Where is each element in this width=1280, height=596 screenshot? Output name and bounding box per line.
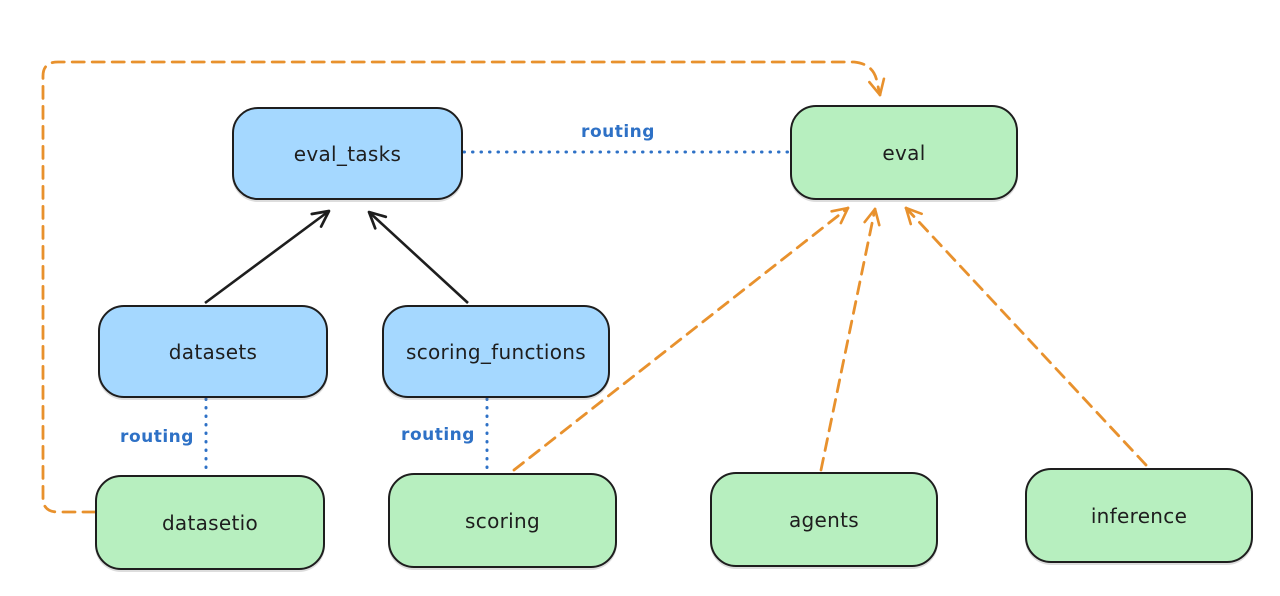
node-datasetio-label: datasetio — [161, 510, 259, 535]
node-scoring-functions: scoring_functions — [382, 305, 610, 398]
edge-datasetio-to-eval — [41, 60, 886, 514]
node-datasetio: datasetio — [95, 475, 325, 570]
node-eval-label: eval — [882, 140, 926, 165]
node-agents-label: agents — [789, 507, 859, 532]
node-scoring-functions-label: scoring_functions — [405, 339, 587, 364]
edge-inference-to-eval — [904, 206, 1148, 467]
node-datasets: datasets — [98, 305, 328, 398]
node-datasets-label: datasets — [168, 339, 258, 364]
node-inference-label: inference — [1090, 503, 1188, 528]
node-eval-tasks-label: eval_tasks — [293, 141, 402, 166]
node-inference: inference — [1025, 468, 1253, 563]
edge-datasets-to-eval-tasks — [204, 209, 331, 305]
edge-label-routing-top: routing — [581, 122, 655, 142]
edge-scoring-functions-to-eval-tasks — [367, 210, 469, 304]
node-eval: eval — [790, 105, 1018, 200]
node-eval-tasks: eval_tasks — [232, 107, 463, 200]
edge-scoring-to-eval — [512, 206, 850, 472]
node-scoring-label: scoring — [465, 508, 540, 533]
edge-agents-to-eval — [819, 207, 881, 472]
edge-label-routing-middle: routing — [401, 425, 475, 445]
node-scoring: scoring — [388, 473, 617, 568]
edge-label-routing-left: routing — [120, 427, 194, 447]
node-agents: agents — [710, 472, 938, 567]
